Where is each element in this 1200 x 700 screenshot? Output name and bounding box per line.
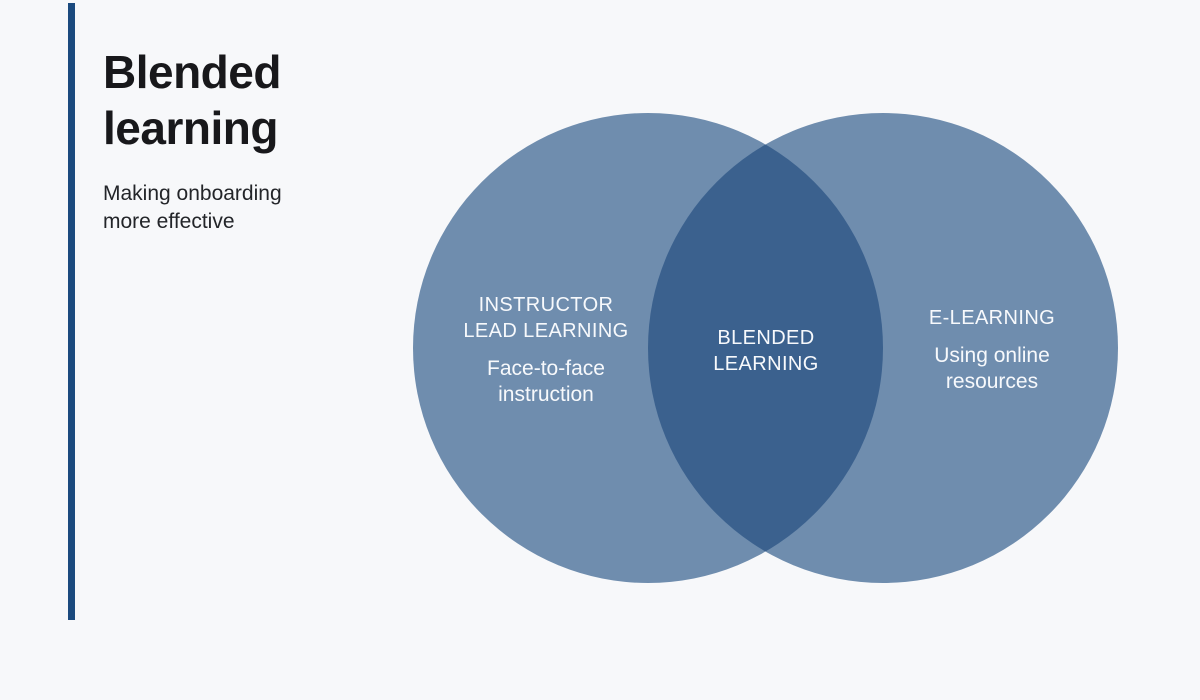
slide-title: Blended learning <box>103 46 281 155</box>
right-circle-label: E-LEARNING Using online resources <box>882 305 1102 395</box>
slide-subtitle: Making onboarding more effective <box>103 182 282 234</box>
overlap-region <box>648 113 883 583</box>
accent-bar <box>68 3 75 620</box>
left-circle-body: Face-to-face instruction <box>487 357 605 406</box>
overlap-label: BLENDED LEARNING <box>666 325 866 377</box>
overlap-heading: BLENDED LEARNING <box>713 327 819 375</box>
right-circle-body: Using online resources <box>934 344 1050 393</box>
slide-header: Blended learning Making onboarding more … <box>103 44 363 236</box>
left-circle-heading: INSTRUCTOR LEAD LEARNING <box>463 294 629 342</box>
right-circle-heading: E-LEARNING <box>928 307 1056 329</box>
left-circle-label: INSTRUCTOR LEAD LEARNING Face-to-face in… <box>421 292 671 408</box>
